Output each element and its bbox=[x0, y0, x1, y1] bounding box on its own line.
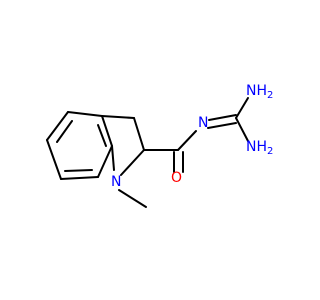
nh2-top-label: NH2 bbox=[246, 83, 273, 101]
bond-single bbox=[101, 115, 135, 119]
carbonyl-group bbox=[143, 130, 197, 173]
benzene-ring bbox=[46, 111, 113, 180]
bond-aromatic bbox=[46, 139, 62, 180]
bond-single bbox=[120, 149, 145, 176]
bond-aromatic bbox=[60, 176, 99, 180]
nh2-bottom-main: NH bbox=[246, 139, 267, 155]
bond-carbonyl-n bbox=[177, 130, 197, 151]
molecule-structure: N N O NH2 NH2 bbox=[46, 83, 273, 208]
nh2-bottom-subscript: 2 bbox=[267, 146, 273, 157]
ring-nitrogen-label: N bbox=[111, 174, 121, 190]
bond-single bbox=[133, 117, 145, 151]
bond-aromatic bbox=[101, 115, 113, 147]
bond-aromatic-inner bbox=[97, 124, 107, 147]
bond-c-nh2-top bbox=[235, 97, 249, 119]
nh2-top-subscript: 2 bbox=[267, 90, 273, 101]
pyrrolidine-ring bbox=[101, 115, 145, 176]
bond-n-methyl bbox=[118, 189, 147, 208]
guanidine-group bbox=[207, 97, 249, 142]
bond-aromatic-inner bbox=[56, 120, 73, 143]
amide-nitrogen-label: N bbox=[198, 115, 208, 131]
bond-c-nh2-bottom bbox=[235, 117, 249, 142]
carbonyl-oxygen-label: O bbox=[171, 170, 182, 186]
nh2-top-main: NH bbox=[246, 83, 267, 99]
bond-n-c-double bbox=[208, 114, 237, 121]
bond-aromatic bbox=[67, 111, 103, 117]
bond-aromatic bbox=[46, 111, 69, 141]
bond-single bbox=[111, 145, 115, 171]
bond-aromatic-inner bbox=[64, 169, 93, 172]
nh2-bottom-label: NH2 bbox=[246, 139, 273, 157]
bond-aromatic bbox=[97, 145, 113, 178]
bond-n-c-double bbox=[207, 122, 237, 129]
